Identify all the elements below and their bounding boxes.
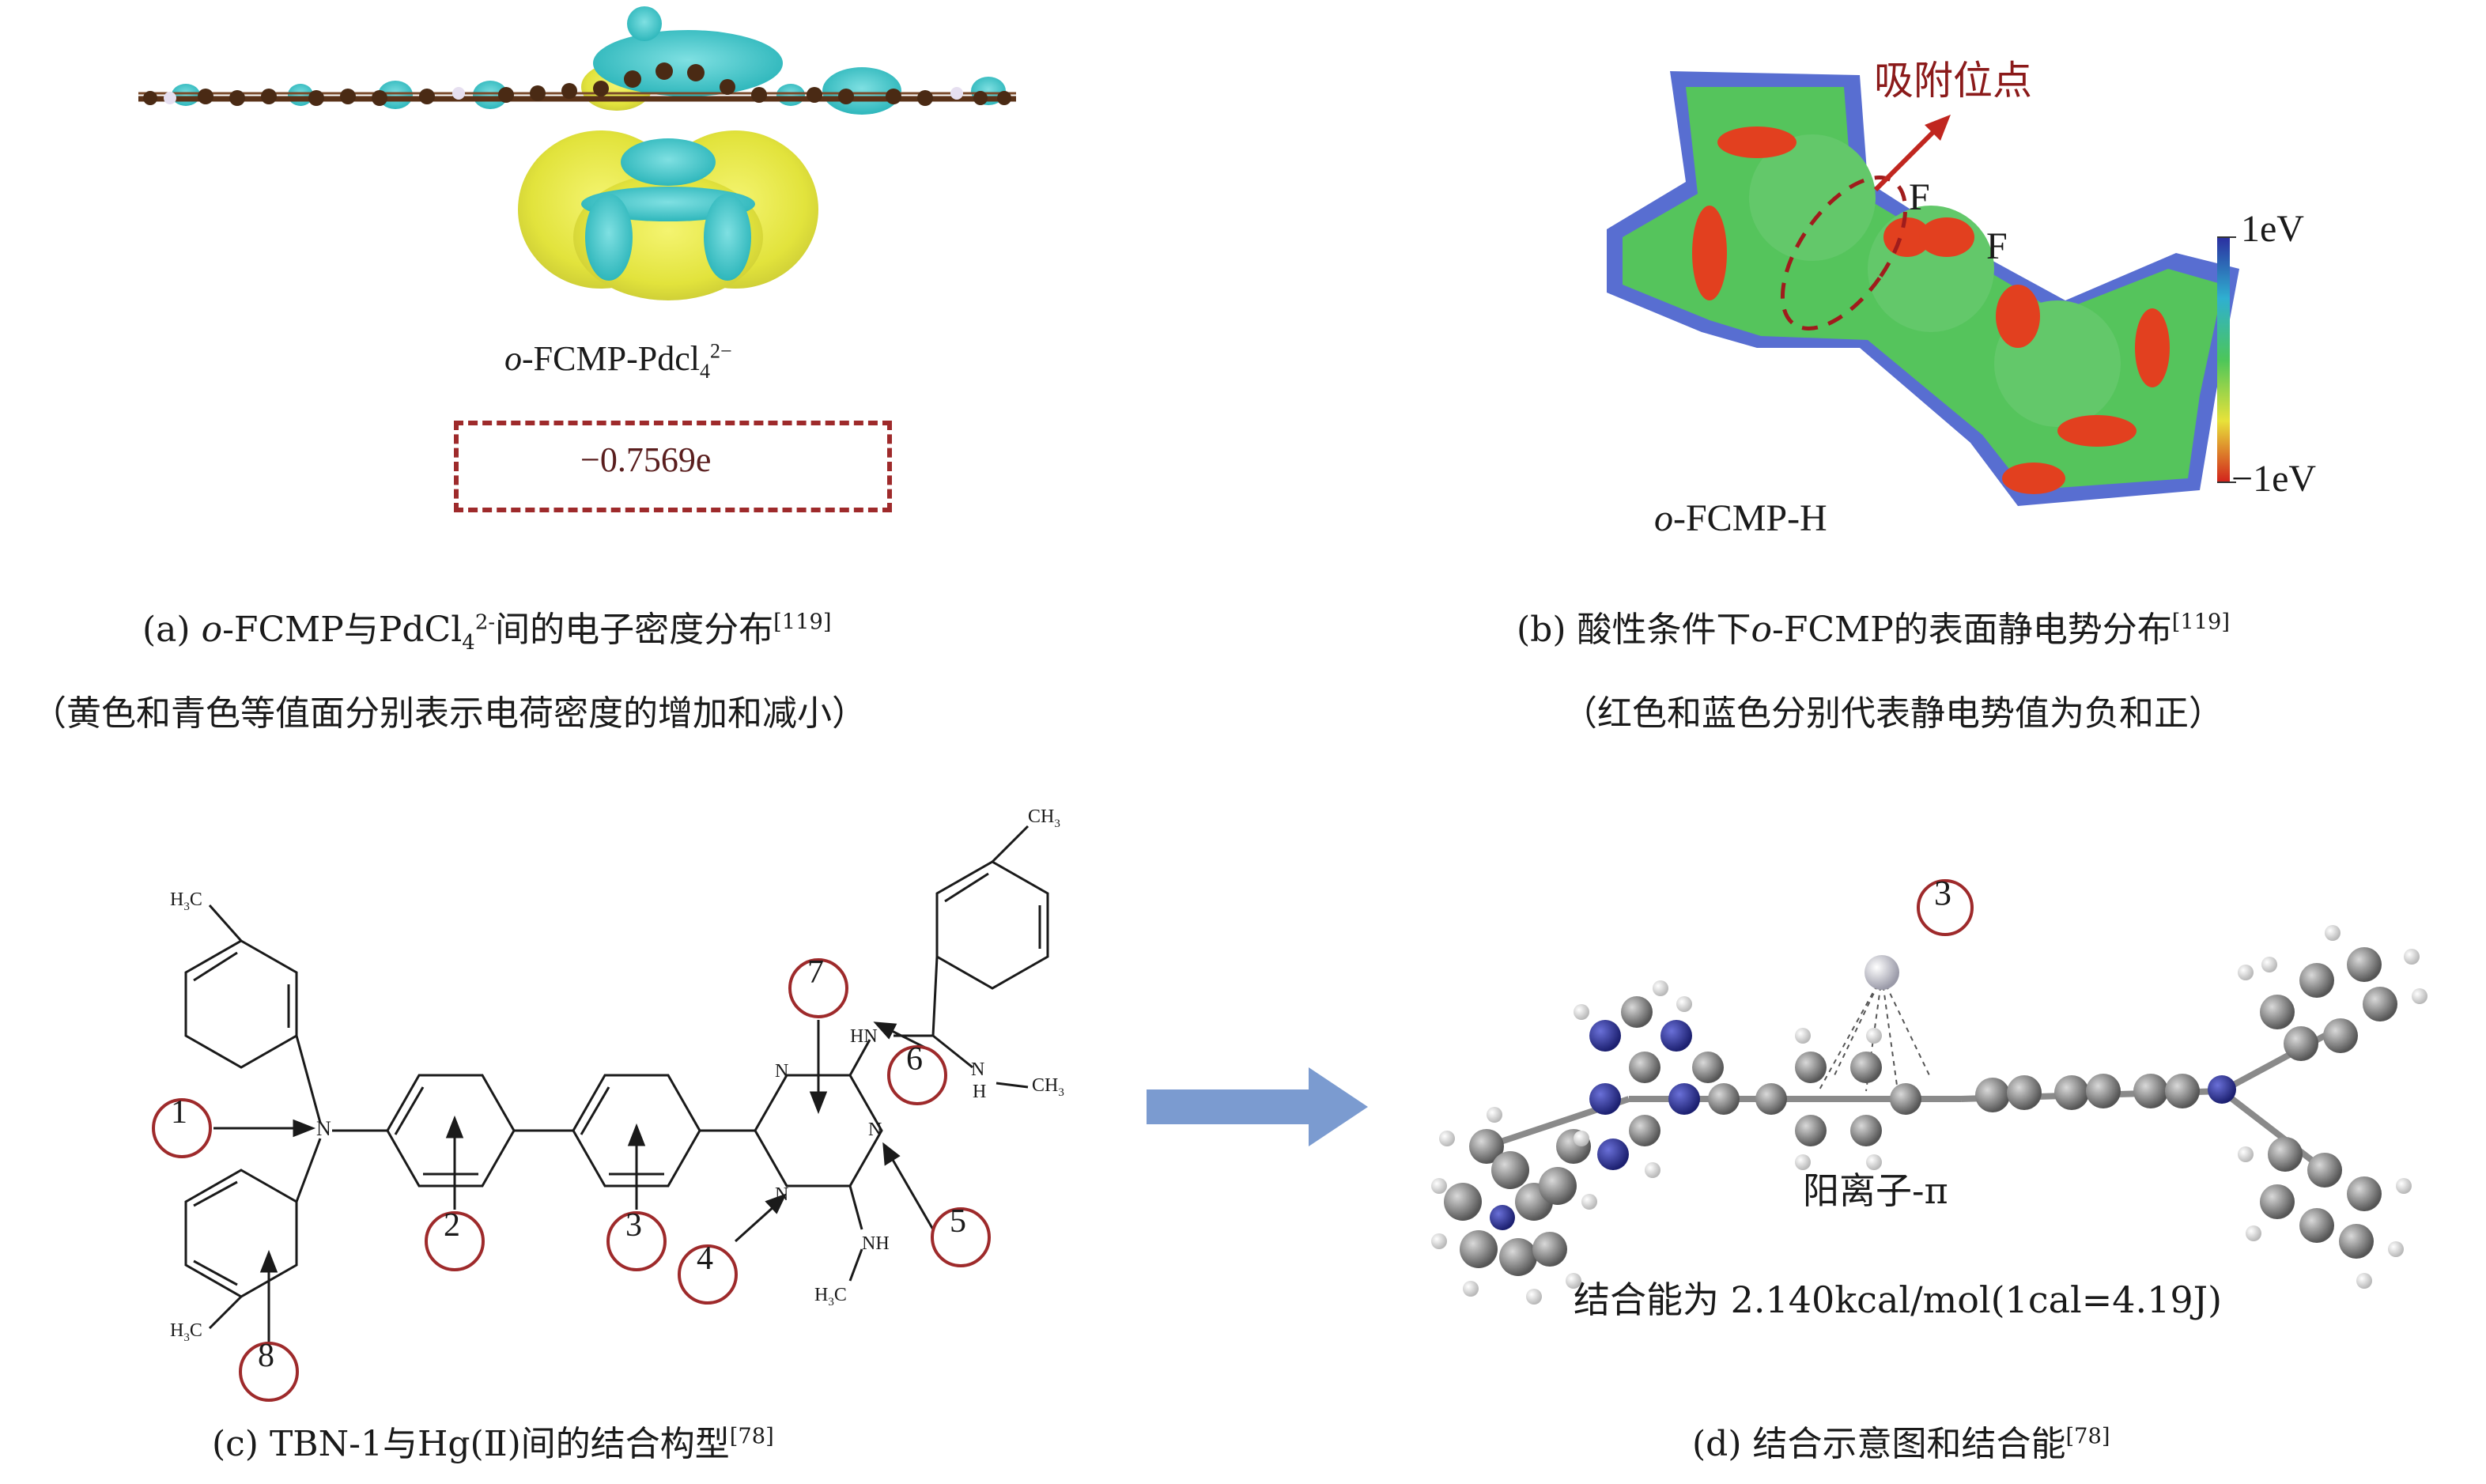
nh-right-label: N: [971, 1059, 985, 1080]
panel-a-compound-label: o-FCMP-Pdcl42−: [504, 339, 732, 383]
ring-upper-right: [935, 860, 1049, 990]
site-5: 5: [950, 1203, 966, 1240]
panel-a-caption-line2: （黄色和青色等值面分别表示电荷密度的增加和减小）: [32, 693, 867, 734]
fluorine-label-2: F: [1986, 225, 2008, 267]
h3c-triazine-label: H3C: [814, 1285, 847, 1308]
site-8: 8: [258, 1338, 274, 1374]
site-3: 3: [625, 1207, 642, 1244]
panel-b-caption-line2: （红色和蓝色分别代表静电势值为负和正）: [1562, 693, 2223, 734]
panel-d-site-label: 3: [1934, 874, 1951, 912]
transition-arrow: [1147, 1067, 1368, 1146]
biphenyl-chain: [1975, 1074, 2236, 1112]
panel-d-caption: (d) 结合示意图和结合能[78]: [1692, 1424, 2110, 1464]
adsorption-site-label: 吸附位点: [1874, 58, 2032, 104]
triazine-n-bottom: N: [775, 1184, 789, 1205]
panel-c-caption: (c) TBN-1与Hg(Ⅱ)间的结合构型[78]: [212, 1424, 774, 1464]
esp-surface-negative: [1692, 126, 2170, 494]
nh-right-h-label: H: [973, 1082, 987, 1102]
ring-triazine: [754, 1074, 883, 1188]
amine-n-label: N: [316, 1117, 331, 1140]
nh-triazine-label: NH: [862, 1233, 890, 1254]
panel-a: o-FCMP-Pdcl42− −0.7569e (a) o-FCMP与PdCl4…: [0, 0, 1243, 743]
site-2: 2: [444, 1207, 460, 1244]
structure-diagram: [152, 825, 1049, 1402]
electron-density-graphic: [138, 6, 1016, 300]
hn-label: HN: [850, 1026, 878, 1047]
charge-value: −0.7569e: [580, 440, 712, 479]
ring-upper-left: [184, 939, 298, 1069]
color-scale-bar: [2217, 237, 2230, 482]
h3c-upper-left-label: H3C: [170, 889, 202, 913]
triazine-n-right: N: [868, 1120, 882, 1140]
panel-b: 吸附位点 F F 1eV −1eV o-FCMP-H (b) 酸性条件下o-FC…: [1243, 0, 2486, 743]
panel-a-caption-line1: (a) o-FCMP与PdCl42-间的电子密度分布[119]: [142, 610, 832, 655]
ch3-top-label: CH3: [1028, 806, 1060, 830]
panel-b-caption-line1: (b) 酸性条件下o-FCMP的表面静电势分布[119]: [1517, 610, 2231, 650]
site-7: 7: [807, 954, 824, 991]
h3c-lower-left-label: H3C: [170, 1320, 202, 1344]
charge-box: [454, 421, 892, 512]
site-circles: [152, 958, 991, 1402]
panel-c: 1 2 3 4 5 6 7 8 CH3 H3C H3C H3C CH3 N N …: [0, 775, 1123, 1484]
molecule-backbone: [138, 62, 1016, 106]
triazine-n-top: N: [775, 1061, 789, 1082]
ring-lower-left: [184, 1169, 298, 1298]
triazine-group: [1574, 980, 1740, 1178]
mercury-atom: [1864, 955, 1899, 990]
site-4: 4: [697, 1240, 713, 1277]
adsorption-arrow: [1873, 115, 1951, 192]
cation-pi-label: 阳离子-π: [1803, 1169, 1948, 1212]
site-6: 6: [906, 1041, 923, 1078]
right-aryl-groups: [2238, 925, 2427, 1289]
ch3-right-label: CH3: [1032, 1075, 1064, 1099]
scale-bottom-label: −1eV: [2231, 458, 2317, 500]
central-benzene: [1755, 1028, 1921, 1170]
binding-model: [1431, 879, 2427, 1305]
binding-energy-label: 结合能为 2.140kcal/mol(1cal=4.19J): [1574, 1278, 2223, 1321]
scale-top-label: 1eV: [2241, 208, 2304, 250]
electrostatic-potential-map: [1607, 71, 2239, 506]
site-1: 1: [171, 1094, 187, 1131]
panel-d: 3 阳离子-π 结合能为 2.140kcal/mol(1cal=4.19J) (…: [1392, 775, 2486, 1484]
fluorine-label-1: F: [1909, 176, 1930, 218]
panel-b-compound-label: o-FCMP-H: [1654, 497, 1827, 539]
